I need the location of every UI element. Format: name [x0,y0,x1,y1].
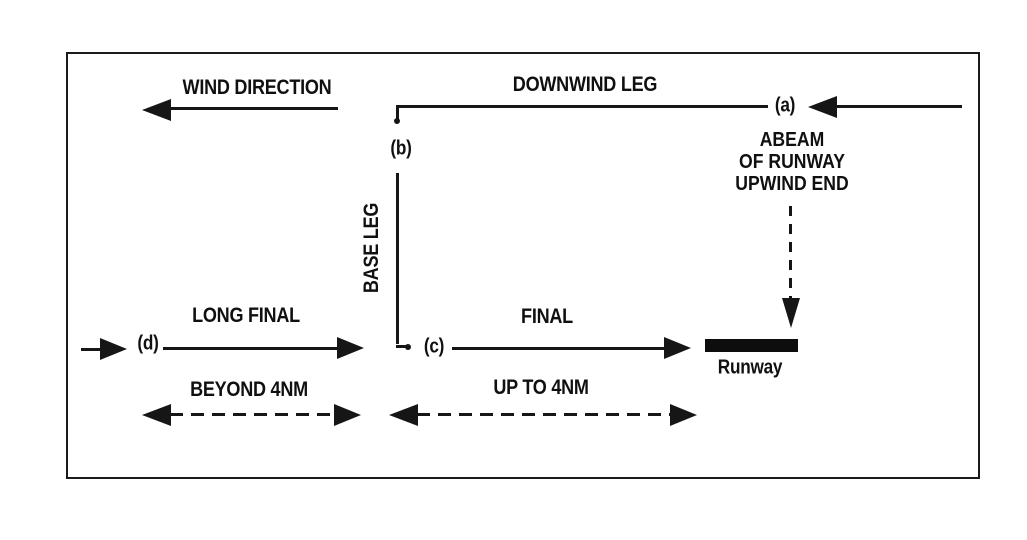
final-arrow-line [452,347,664,350]
up-to-4nm-arrowhead-right-icon [670,404,697,426]
wind-direction-label: WIND DIRECTION [182,76,332,99]
runway-bar [705,339,798,352]
downwind-leg-endpoint-dot [394,118,400,124]
beyond-4nm-arrowhead-left-icon [142,404,171,426]
wind-arrowhead-left-icon [142,99,171,121]
abeam-note-line3: UPWIND END [735,173,849,195]
abeam-note-line1: ABEAM [759,129,825,151]
marker-d: (d) [137,332,159,355]
runway-label: Runway [717,356,783,379]
up-to-4nm-arrowhead-left-icon [389,404,418,426]
entry-arrowhead-right-icon [100,338,127,360]
final-arrowhead-right-icon [664,337,691,359]
long-final-arrow-line [163,347,340,350]
abeam-note: ABEAM OF RUNWAY UPWIND END [735,129,848,195]
marker-b: (b) [390,137,412,160]
downwind-leg-corner-tick [396,105,399,121]
final-label: FINAL [521,305,573,328]
entry-arrow-line [81,348,103,351]
downwind-arrowhead-left-icon [808,96,837,118]
beyond-4nm-dashed-line [170,413,336,416]
abeam-dashed-line [789,206,792,302]
beyond-4nm-arrowhead-right-icon [334,404,361,426]
diagram-frame [66,52,980,479]
downwind-leg-line [397,105,768,108]
marker-a: (a) [774,94,796,117]
long-final-label: LONG FINAL [192,304,300,327]
marker-c: (c) [423,335,445,358]
base-leg-endpoint-dot [405,344,411,350]
abeam-note-line2: OF RUNWAY [739,151,845,173]
beyond-4nm-label: BEYOND 4NM [190,378,308,401]
abeam-arrowhead-down-icon [782,298,800,328]
wind-direction-arrow-line [168,107,338,110]
base-leg-label: BASE LEG [360,202,383,294]
long-final-arrowhead-right-icon [337,337,364,359]
up-to-4nm-dashed-line [417,413,672,416]
base-leg-line [396,173,399,344]
downwind-entry-line [834,105,962,108]
up-to-4nm-label: UP TO 4NM [493,376,589,399]
base-leg-corner-tick [396,345,407,348]
downwind-leg-label: DOWNWIND LEG [512,73,658,96]
